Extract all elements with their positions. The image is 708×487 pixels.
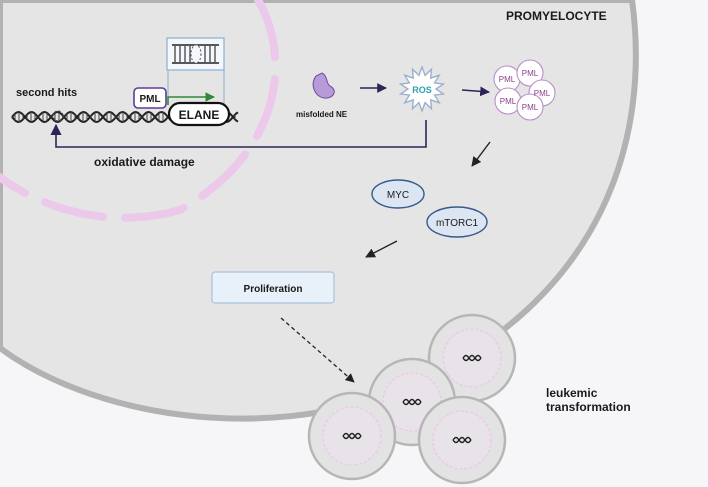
leukemic-cells xyxy=(307,313,517,485)
cell-title: PROMYELOCYTE xyxy=(506,9,607,23)
pml-box: PML xyxy=(133,87,167,109)
leukemic-label-line1: leukemic xyxy=(546,386,598,400)
myc-label: MYC xyxy=(387,190,409,201)
mutated-dna-icon xyxy=(462,354,482,362)
proliferation-box: Proliferation xyxy=(211,271,335,304)
proliferation-label: Proliferation xyxy=(244,284,303,295)
misfolded-ne-label: misfolded NE xyxy=(296,110,348,119)
myc-node: MYC xyxy=(371,179,425,209)
mtorc1-label: mTORC1 xyxy=(436,218,478,229)
cell-body xyxy=(0,0,639,422)
pml-to-myc-arrow xyxy=(471,141,491,167)
nucleus-envelope xyxy=(0,0,280,222)
mutation-spot xyxy=(52,110,64,122)
pml-body-label: PML xyxy=(522,69,539,78)
transcription-arrow xyxy=(167,92,215,105)
mutated-dna-icon xyxy=(452,436,472,444)
oxidative-damage-arrow xyxy=(50,120,427,148)
second-hits-label: second hits xyxy=(16,87,77,99)
mtorc1-node: mTORC1 xyxy=(426,206,488,238)
pml-body-label: PML xyxy=(522,103,539,112)
leukemic-label-line2: transformation xyxy=(546,400,631,414)
mutated-dna-icon xyxy=(402,398,422,406)
elane-label: ELANE xyxy=(179,108,220,122)
pml-body-label: PML xyxy=(534,89,551,98)
dna-inset xyxy=(166,37,225,104)
leukemic-cell xyxy=(307,391,397,481)
pml-body-label: PML xyxy=(499,75,516,84)
oxidative-damage-label: oxidative damage xyxy=(94,155,195,169)
pml-body xyxy=(516,59,544,87)
mtorc1-to-proliferation-arrow xyxy=(365,240,398,258)
ros-label: ROS xyxy=(412,85,432,95)
mutated-dna-icon xyxy=(342,432,362,440)
pml-body-label: PML xyxy=(500,97,517,106)
elane-gene: ELANE xyxy=(167,101,231,127)
ros-star xyxy=(398,64,446,114)
pml-box-label: PML xyxy=(139,94,160,105)
misfolded-ne-icon xyxy=(312,72,335,99)
pml-cluster: PML PML PML PML PML xyxy=(493,59,556,121)
ros-to-pml-arrow xyxy=(461,86,490,97)
leukemic-cell xyxy=(417,395,507,485)
pml-body xyxy=(516,93,544,121)
proliferation-to-leukemia-arrow xyxy=(280,317,355,383)
